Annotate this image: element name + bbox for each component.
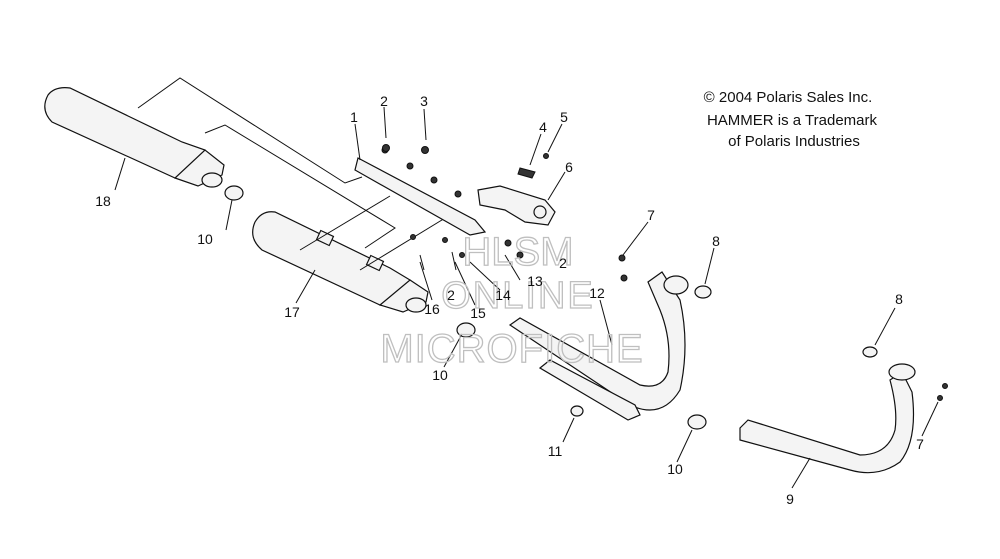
leader-lines [114,106,939,489]
callout-3: 3 [420,93,428,109]
callout-2a: 2 [380,93,388,109]
head-pipe-9 [739,363,948,474]
callout-15: 15 [470,305,486,321]
callout-7b: 7 [916,436,924,452]
callout-7a: 7 [647,207,655,223]
callout-18: 18 [95,193,111,209]
gasket-8-upper [694,285,712,299]
fasteners-2-3 [382,144,524,271]
watermark-line-3: MICROFICHE [380,327,643,371]
mount-bracket-1 [354,146,487,236]
gasket-8-lower [862,346,878,358]
callout-8a: 8 [712,233,720,249]
copyright-line-2: HAMMER is a Trademark [707,112,878,129]
head-pipe-12 [508,254,689,421]
muffler-18 [44,77,363,188]
callout-6: 6 [565,159,573,175]
callout-12: 12 [589,285,605,301]
heat-shield-bracket-6 [477,153,556,226]
callout-9: 9 [786,491,794,507]
callout-16: 16 [424,301,440,317]
callout-8b: 8 [895,291,903,307]
callout-4: 4 [539,119,547,135]
muffler-17 [204,124,456,313]
copyright-line-3: of Polaris Industries [728,133,860,150]
callout-labels: 1 2 3 4 5 6 7 8 8 7 9 10 10 10 11 12 13 … [95,93,924,507]
watermark-line-2: ONLINE [441,275,594,317]
callout-17: 17 [284,304,300,320]
callout-10b: 10 [432,367,448,383]
callout-2c: 2 [447,287,455,303]
copyright-block: © 2004 Polaris Sales Inc. HAMMER is a Tr… [704,89,878,150]
watermark: HLSM ONLINE MICROFICHE [380,229,644,371]
callout-10a: 10 [197,231,213,247]
watermark-line-1: HLSM [462,230,573,274]
callout-11: 11 [548,443,563,459]
callout-13: 13 [527,273,543,289]
clamps-10 [224,185,707,430]
callout-2b: 2 [559,255,567,271]
callout-14: 14 [495,287,511,303]
copyright-line-1: © 2004 Polaris Sales Inc. [704,89,873,106]
callout-5: 5 [560,109,568,125]
callout-10c: 10 [667,461,683,477]
spacer-11 [570,405,584,417]
callout-1: 1 [350,109,358,125]
